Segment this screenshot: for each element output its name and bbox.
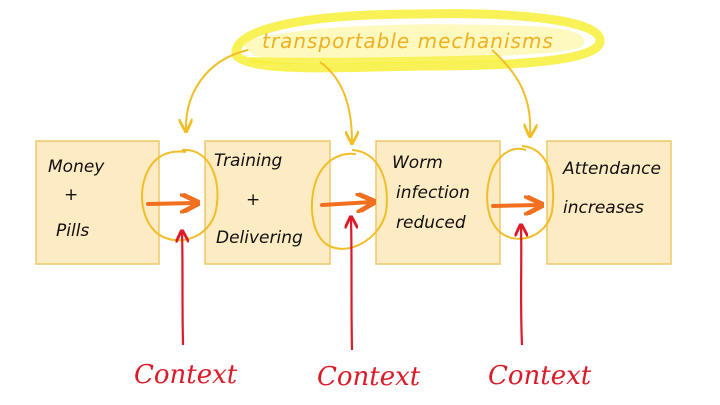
transportable-mechanisms-label: transportable mechanisms: [262, 29, 554, 53]
mechanism-circle-1: [141, 148, 219, 242]
mechanism-arrow-1: [186, 49, 249, 130]
highlighter-stroke-outer: [231, 9, 605, 73]
box-2-rect: [204, 140, 331, 265]
box-1: Money + Pills: [35, 140, 160, 265]
context-arrow-3: [521, 226, 522, 346]
causal-arrow-1: [146, 203, 196, 204]
causal-arrows: [146, 202, 540, 206]
box-3-rect: [375, 140, 501, 265]
box-1-line-3: Pills: [56, 221, 89, 241]
causal-arrow-2: [320, 202, 372, 205]
context-arrow-2: [351, 218, 352, 351]
box-1-line-2: +: [64, 185, 78, 205]
box-3-line-2: infection: [396, 183, 470, 203]
mechanism-arrow-2: [319, 61, 352, 142]
box-3-line-1: Worm: [392, 153, 443, 173]
box-3-line-3: reduced: [396, 213, 466, 233]
context-arrow-1: [182, 232, 183, 346]
box-2-line-2: +: [246, 190, 260, 210]
highlighter-stroke-fill: [244, 24, 585, 61]
causal-arrow-3: [491, 205, 540, 206]
box-3: Worm infection reduced: [375, 140, 501, 265]
mechanisms-highlight: [231, 9, 605, 73]
box-2-line-1: Training: [214, 151, 282, 171]
mechanism-circle-3: [486, 145, 555, 240]
box-4-rect: [546, 140, 672, 265]
box-2: Training + Delivering: [204, 140, 331, 265]
context-label-1: Context: [134, 360, 238, 390]
box-2-line-3: Delivering: [216, 228, 303, 248]
highlighter-tail: [249, 55, 501, 64]
box-4-line-1: Attendance: [562, 159, 661, 179]
box-1-line-1: Money: [48, 157, 105, 177]
mechanism-circles: [141, 145, 555, 250]
box-4: Attendance increases: [546, 140, 672, 265]
mechanism-circle-2: [310, 149, 388, 250]
box-4-line-2: increases: [563, 198, 644, 218]
mechanism-arrow-3: [491, 49, 530, 135]
mechanism-arrows: [186, 49, 530, 142]
context-arrows: [182, 218, 522, 351]
context-label-3: Context: [488, 361, 592, 391]
context-label-2: Context: [317, 362, 421, 392]
